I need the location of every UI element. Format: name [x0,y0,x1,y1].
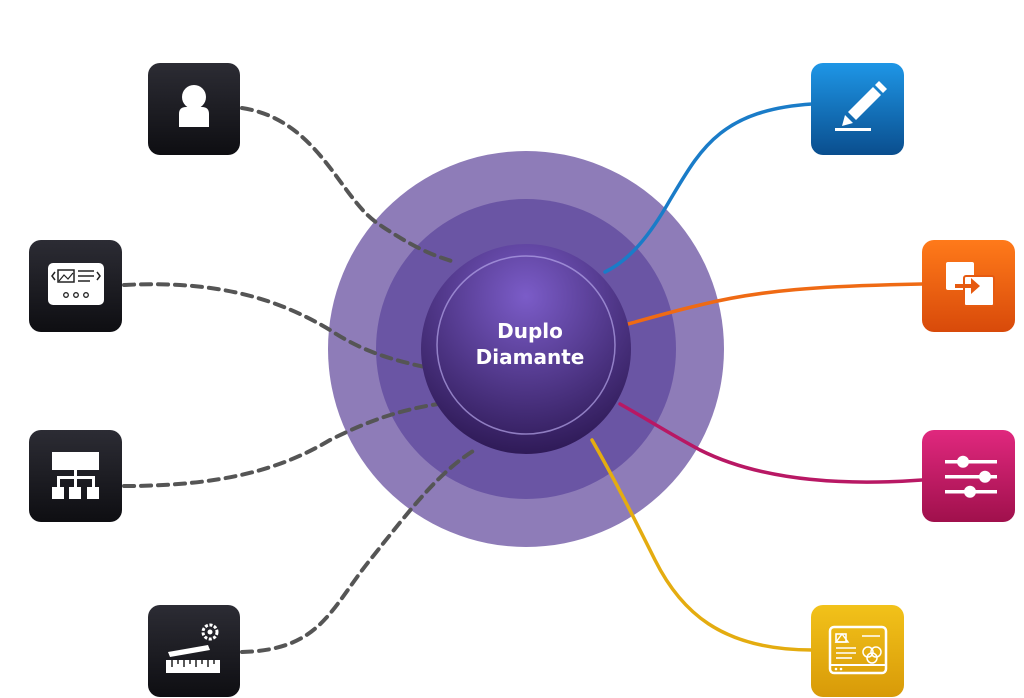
layout-wireframe-icon [48,263,104,305]
sliders-icon [945,455,997,498]
pencil-icon [835,81,887,131]
tile-style-guide[interactable] [811,605,904,697]
tile-layout-wireframe[interactable] [29,240,122,332]
tile-design-tools[interactable] [148,605,240,697]
connector-user [240,106,457,264]
tile-sitemap[interactable] [29,430,122,522]
connector-edit [603,102,814,274]
center-title-line1: Duplo [497,319,563,343]
user-icon [179,85,209,127]
tile-edit[interactable] [811,63,904,155]
core-circle [421,244,631,454]
tile-export[interactable] [922,240,1015,332]
right-connectors [590,102,924,652]
connector-sitemap [122,402,440,488]
left-connectors [122,106,480,654]
ruler-pencil-gear-icon [166,623,220,673]
sitemap-icon [52,452,99,499]
style-guide-icon [828,625,888,675]
tile-user[interactable] [148,63,240,155]
export-icon [946,262,995,307]
core-inner-ring [436,255,616,435]
tile-settings-sliders[interactable] [922,430,1015,522]
center-title-line2: Diamante [475,345,585,369]
center-title: Duplo Diamante [430,318,630,370]
connector-export [626,282,924,326]
connector-sliders [618,402,924,484]
connector-design-tools [240,446,480,654]
connector-style-guide [590,438,814,652]
connector-layout [122,282,432,370]
